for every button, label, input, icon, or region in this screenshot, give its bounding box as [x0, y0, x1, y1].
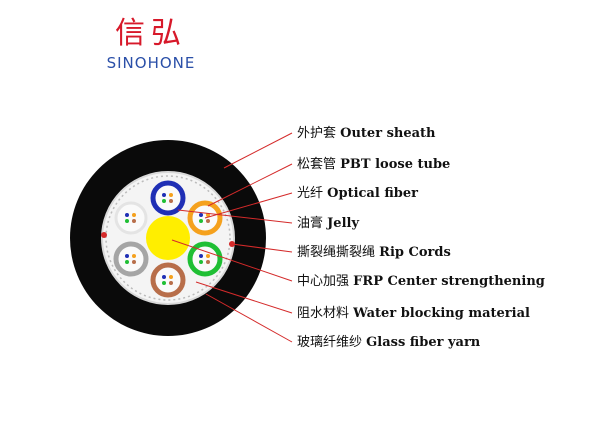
label-en: FRP Center strengthening: [353, 274, 545, 289]
label-rip-cords: 撕裂绳撕裂绳 Rip Cords: [297, 245, 451, 261]
rip-cord-left: [101, 232, 107, 238]
leader-outer-sheath: [223, 132, 293, 169]
leader-pbt-tube: [207, 163, 293, 207]
loose-tube-grey: [113, 241, 149, 277]
label-cn: 阻水材料: [297, 306, 350, 321]
label-water-blocking: 阻水材料 Water blocking material: [297, 306, 530, 322]
glass-fiber-yarn-ring: [105, 175, 231, 301]
brand-logo: 信弘 SINOHONE: [96, 18, 206, 78]
loose-tube-brown: [150, 262, 186, 298]
label-en: Glass fiber yarn: [366, 335, 481, 350]
label-cn: 油膏: [297, 216, 324, 231]
brand-name-cn: 信弘: [115, 16, 187, 51]
leader-water-blocking: [195, 281, 293, 314]
label-pbt-loose-tube: 松套管 PBT loose tube: [297, 157, 450, 173]
leader-jelly: [177, 209, 293, 224]
leader-rip-cords: [231, 243, 293, 253]
frp-center-member: [146, 216, 190, 260]
label-en: Outer sheath: [340, 126, 436, 141]
label-en: Water blocking material: [353, 306, 530, 321]
label-jelly: 油膏 Jelly: [297, 216, 359, 232]
label-frp-center: 中心加强 FRP Center strengthening: [297, 274, 545, 290]
leader-optical-fiber: [204, 192, 293, 219]
label-en: Jelly: [327, 216, 360, 231]
leader-lines: [171, 132, 293, 343]
loose-tube-blue: [150, 180, 186, 216]
label-en: Optical fiber: [327, 186, 418, 201]
label-cn: 松套管: [297, 157, 337, 172]
label-cn: 玻璃纤维纱: [297, 335, 363, 350]
label-cn: 撕裂绳撕裂绳: [297, 245, 376, 260]
label-cn: 中心加强: [297, 274, 350, 289]
label-cn: 光纤: [297, 186, 324, 201]
label-en: PBT loose tube: [340, 157, 451, 172]
label-cn: 外护套: [297, 126, 337, 141]
loose-tube-white: [114, 201, 148, 235]
label-optical-fiber: 光纤 Optical fiber: [297, 186, 418, 202]
label-en: Rip Cords: [379, 245, 451, 260]
optical-fibers: [125, 193, 210, 285]
label-glass-fiber-yarn: 玻璃纤维纱 Glass fiber yarn: [297, 335, 480, 351]
loose-tube-green: [187, 241, 223, 277]
leader-glass-yarn: [205, 293, 293, 343]
label-outer-sheath: 外护套 Outer sheath: [297, 126, 436, 142]
leader-frp: [171, 239, 293, 282]
brand-name-en: SINOHONE: [106, 54, 196, 72]
